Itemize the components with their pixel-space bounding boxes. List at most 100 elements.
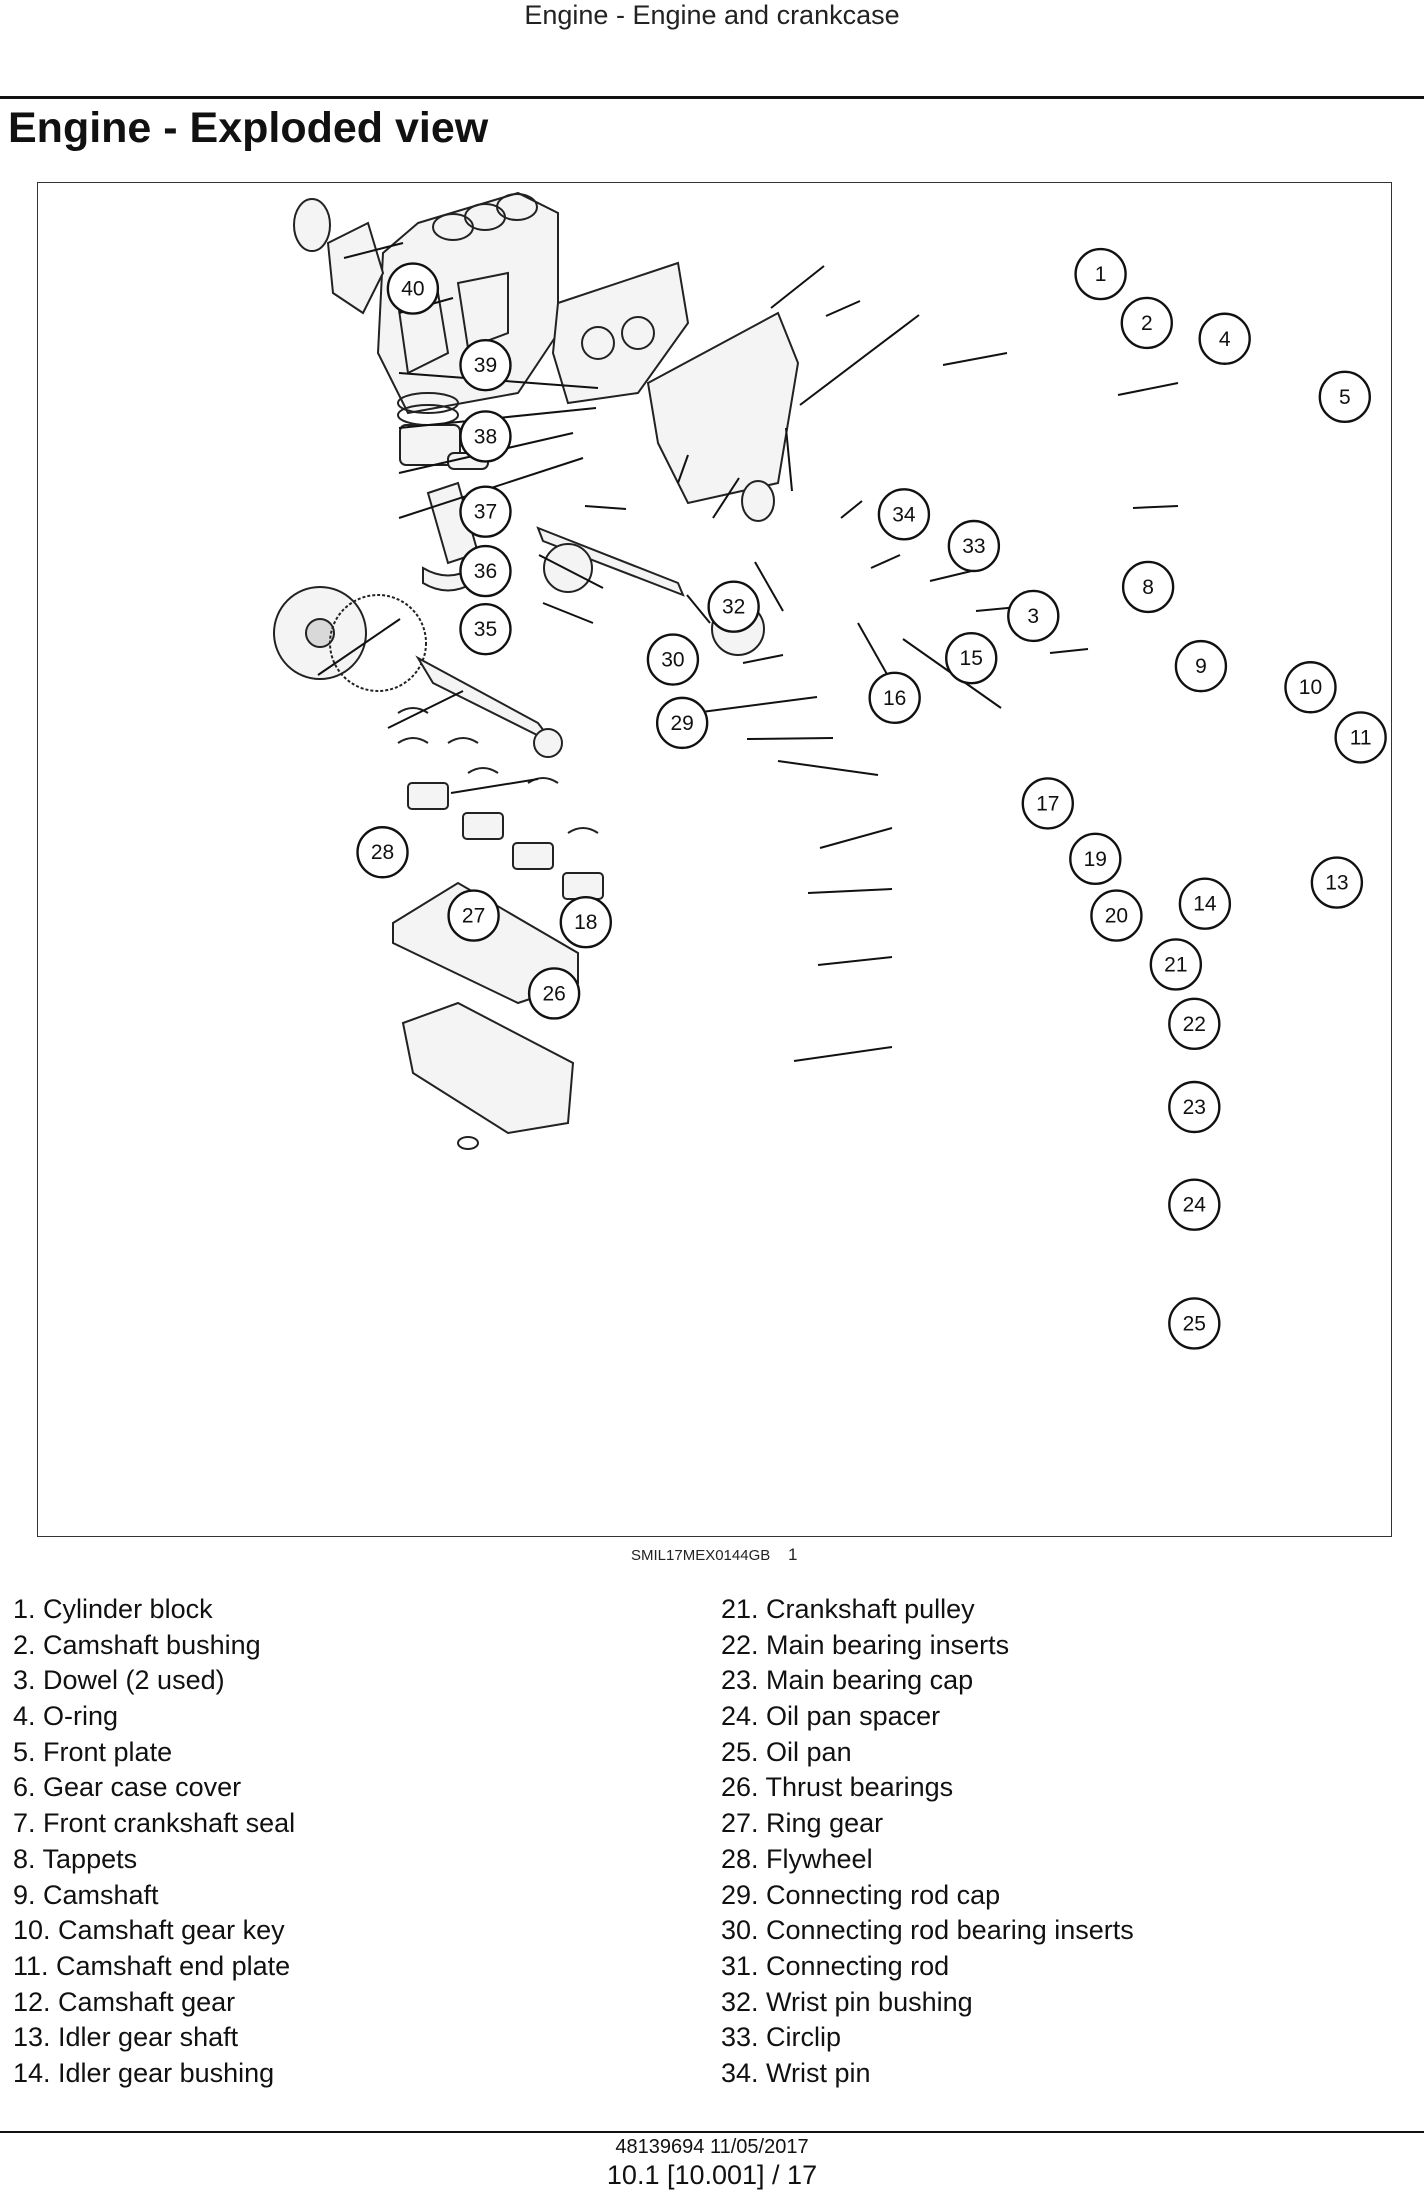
svg-text:18: 18 — [574, 911, 597, 934]
callout-39: 39 — [459, 338, 512, 392]
svg-text:16: 16 — [883, 687, 906, 710]
svg-text:39: 39 — [474, 354, 497, 377]
legend-item: 5. Front plate — [13, 1736, 173, 1767]
ring-gear-drawing — [329, 594, 427, 692]
callout-25: 25 — [1168, 1297, 1221, 1350]
svg-text:1: 1 — [1095, 263, 1107, 286]
legend-item: 10. Camshaft gear key — [13, 1915, 285, 1946]
legend-item: 31. Connecting rod — [721, 1950, 950, 1981]
legend-item: 30. Connecting rod bearing inserts — [721, 1915, 1134, 1946]
page-reference: 10.1 [10.001] / 17 — [606, 2160, 818, 2190]
callout-17: 17 — [1021, 777, 1074, 830]
callout-4: 4 — [1198, 312, 1251, 365]
callout-5: 5 — [1318, 370, 1372, 424]
svg-text:27: 27 — [462, 905, 485, 928]
callout-24: 24 — [1168, 1178, 1221, 1231]
callout-1: 1 — [1074, 247, 1127, 301]
callout-40: 40 — [386, 262, 440, 315]
figure-number: 1 — [788, 1545, 798, 1564]
callout-3: 3 — [1007, 589, 1060, 643]
legend-item: 9. Camshaft — [13, 1879, 159, 1910]
svg-text:20: 20 — [1105, 905, 1128, 928]
cam-gear-drawing — [543, 543, 593, 593]
front-plate-drawing — [551, 261, 690, 405]
svg-text:13: 13 — [1325, 872, 1348, 895]
legend-item: 21. Crankshaft pulley — [721, 1594, 975, 1624]
svg-text:5: 5 — [1339, 386, 1351, 409]
front-seal-drawing — [741, 480, 775, 522]
exploded-view-drawing: 1234567891011121314151617181920212223242… — [273, 191, 1387, 1350]
svg-text:37: 37 — [474, 501, 497, 524]
callout-2: 2 — [1120, 296, 1174, 350]
legend-item: 32. Wrist pin bushing — [721, 1986, 973, 2017]
callout-26: 26 — [527, 967, 581, 1020]
rear-plate-drawing — [326, 221, 385, 315]
legend-item: 24. Oil pan spacer — [721, 1701, 941, 1732]
svg-text:9: 9 — [1195, 655, 1207, 678]
rear-seal-drawing — [293, 198, 331, 252]
callout-32: 32 — [707, 580, 760, 633]
svg-text:10: 10 — [1299, 676, 1322, 699]
legend-item: 12. Camshaft gear — [13, 1986, 236, 2017]
callout-38: 38 — [459, 410, 512, 463]
footer-rule — [0, 2131, 1424, 2133]
callout-9: 9 — [1174, 639, 1228, 693]
callout-36: 36 — [459, 544, 512, 598]
svg-text:35: 35 — [474, 618, 497, 641]
svg-text:25: 25 — [1183, 1312, 1206, 1335]
main-bearing-cap-drawing — [407, 782, 449, 810]
svg-text:38: 38 — [474, 425, 497, 448]
legend-item: 28. Flywheel — [721, 1843, 873, 1874]
svg-text:33: 33 — [962, 535, 985, 558]
svg-text:36: 36 — [474, 560, 497, 583]
svg-text:11: 11 — [1350, 726, 1372, 749]
legend-item: 2. Camshaft bushing — [13, 1629, 261, 1660]
legend-item: 14. Idler gear bushing — [13, 2057, 275, 2088]
gear-case-cover-drawing — [646, 311, 800, 505]
crankshaft-drawing — [415, 655, 554, 744]
legend-item: 27. Ring gear — [721, 1808, 884, 1839]
svg-text:14: 14 — [1193, 893, 1217, 916]
callout-28: 28 — [356, 826, 409, 879]
page-header: Engine - Engine and crankcase — [524, 0, 900, 30]
callout-14: 14 — [1178, 877, 1232, 930]
svg-text:8: 8 — [1142, 576, 1154, 599]
callout-10: 10 — [1284, 661, 1337, 714]
svg-text:40: 40 — [401, 278, 424, 301]
document-number: 48139694 11/05/2017 — [615, 2136, 809, 2158]
callout-11: 11 — [1334, 711, 1387, 764]
svg-text:34: 34 — [892, 503, 916, 526]
header-rule — [0, 96, 1424, 99]
callout-18: 18 — [559, 896, 612, 949]
svg-text:23: 23 — [1183, 1096, 1206, 1119]
callout-33: 33 — [947, 519, 1001, 573]
callout-23: 23 — [1168, 1080, 1221, 1134]
legend-item: 22. Main bearing inserts — [721, 1629, 1010, 1660]
callout-29: 29 — [655, 696, 709, 750]
svg-text:17: 17 — [1036, 792, 1059, 815]
legend-item: 33. Circlip — [721, 2022, 842, 2053]
legend-item: 13. Idler gear shaft — [13, 2022, 239, 2053]
parts-legend-right: 21. Crankshaft pulley 22. Main bearing i… — [721, 1592, 1134, 2092]
callout-35: 35 — [459, 602, 512, 656]
legend-item: 3. Dowel (2 used) — [13, 1665, 225, 1696]
callout-34: 34 — [877, 488, 931, 541]
svg-text:24: 24 — [1183, 1194, 1207, 1217]
legend-item: 4. O-ring — [13, 1701, 119, 1732]
svg-text:15: 15 — [960, 647, 983, 670]
callout-19: 19 — [1069, 832, 1122, 886]
svg-text:32: 32 — [722, 596, 745, 619]
exploded-view-figure: 1234567891011121314151617181920212223242… — [37, 182, 1392, 1537]
callout-30: 30 — [646, 633, 700, 686]
legend-item: 8. Tappets — [13, 1843, 138, 1874]
svg-text:29: 29 — [670, 712, 693, 735]
bearings-drawing — [397, 707, 599, 834]
callout-27: 27 — [447, 889, 500, 942]
legend-item: 29. Connecting rod cap — [721, 1879, 1001, 1910]
callout-20: 20 — [1090, 889, 1143, 942]
legend-item: 26. Thrust bearings — [721, 1772, 954, 1803]
cylinder-block-drawing — [376, 191, 559, 415]
callout-21: 21 — [1149, 938, 1203, 991]
svg-text:26: 26 — [542, 982, 565, 1005]
oil-pan-drawing — [401, 1001, 575, 1135]
